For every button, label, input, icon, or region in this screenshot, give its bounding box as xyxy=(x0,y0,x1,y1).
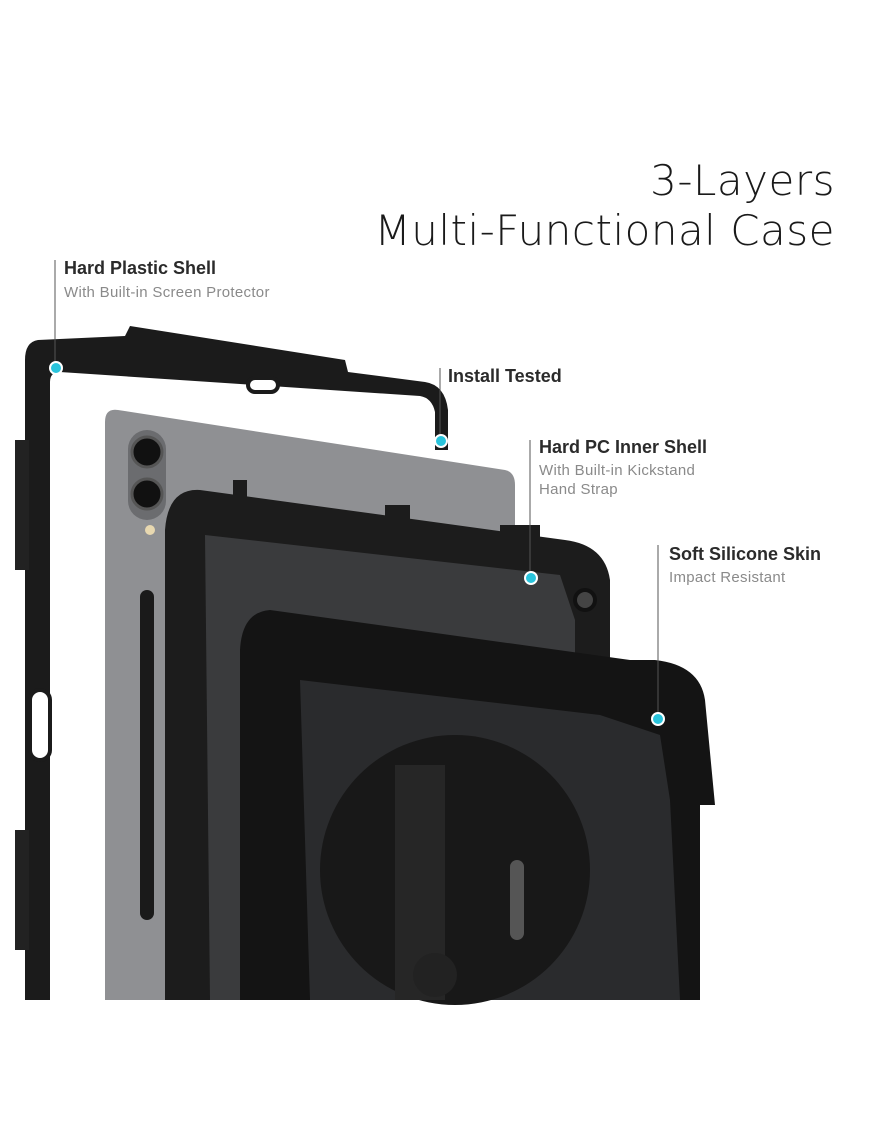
callout-hard-plastic-shell: Hard Plastic Shell With Built-in Screen … xyxy=(64,258,270,302)
callout-hard-pc-inner-shell: Hard PC Inner Shell With Built-in Kickst… xyxy=(539,437,707,499)
callout-sub: Impact Resistant xyxy=(669,569,786,586)
callout-install-tested: Install Tested xyxy=(448,366,562,387)
soft-silicone-skin xyxy=(240,610,715,1005)
callout-soft-silicone-skin: Soft Silicone Skin Impact Resistant xyxy=(669,544,821,587)
callout-sub: With Built-in Screen Protector xyxy=(64,284,270,301)
callout-heading: Install Tested xyxy=(448,366,562,386)
callout-dots xyxy=(49,361,665,726)
callout-lines xyxy=(54,260,659,718)
hard-plastic-shell xyxy=(15,326,448,1000)
callout-heading: Hard PC Inner Shell xyxy=(539,437,708,457)
callout-sub: With Built-in Kickstand xyxy=(539,462,696,479)
callout-heading: Soft Silicone Skin xyxy=(669,544,822,564)
title-line-2: Multi-Functional Case xyxy=(374,206,835,255)
title-line-1: 3-Layers xyxy=(650,156,835,205)
callout-sub: Hand Strap xyxy=(539,481,618,498)
callout-heading: Hard Plastic Shell xyxy=(64,258,217,278)
